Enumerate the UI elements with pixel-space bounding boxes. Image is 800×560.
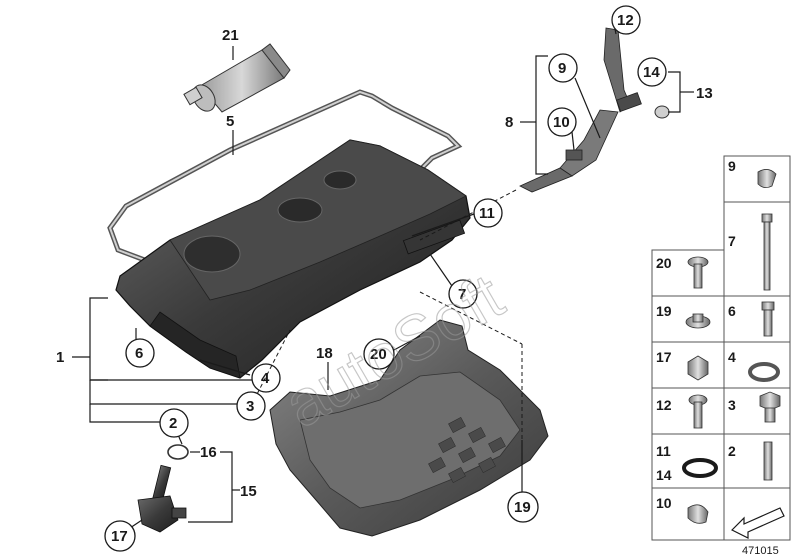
bolt-shaft-6 (763, 309, 773, 337)
bubble-6 (125, 338, 155, 368)
long-bolt-head-7 (761, 213, 773, 223)
callout-2: 2 (169, 415, 177, 432)
bracket-8 (535, 55, 548, 175)
leader-10 (571, 131, 575, 151)
callout-8: 8 (505, 114, 513, 131)
label-20: 20 (656, 255, 672, 271)
seal-ring-icon-11-14 (682, 458, 718, 478)
callout-20: 20 (370, 346, 387, 363)
bolt-head-6 (761, 301, 775, 311)
bracket-1 (89, 297, 108, 381)
label-19: 19 (656, 303, 672, 319)
label-6: 6 (728, 303, 736, 319)
drain-plug-icon-3 (759, 391, 781, 411)
label-2: 2 (728, 443, 736, 459)
clamp-icon-10 (687, 504, 709, 524)
sealant-tube-part-21 (183, 43, 291, 113)
bracket-13 (668, 71, 681, 113)
callout-11: 11 (479, 205, 495, 222)
callout-18: 18 (316, 345, 333, 362)
callout-9: 9 (558, 60, 566, 77)
label-3: 3 (728, 397, 736, 413)
drain-plug-thread-3 (764, 407, 776, 423)
bubble-19 (507, 491, 539, 523)
leader-20 (393, 335, 421, 351)
callout-1: 1 (56, 349, 64, 366)
label-11: 11 (656, 443, 671, 459)
label-4: 4 (728, 349, 736, 365)
cell-7 (723, 201, 791, 297)
leader-11 (411, 213, 475, 237)
leader-3b (253, 329, 291, 401)
callout-15: 15 (240, 483, 257, 500)
leader-19-dash2 (419, 291, 523, 345)
label-12: 12 (656, 397, 672, 413)
underbody-shield-part-18 (269, 319, 549, 537)
callout-21: 21 (222, 27, 239, 44)
dipstick-guide-tube (519, 27, 670, 193)
bubble-20 (363, 338, 395, 370)
callout-10: 10 (553, 114, 570, 131)
bubble-14 (637, 57, 667, 87)
bolt-shaft-20 (693, 263, 703, 289)
nut-icon-17 (687, 355, 709, 381)
callout-7: 7 (458, 286, 466, 303)
o-ring-part-16 (167, 444, 189, 460)
leader-2 (89, 404, 160, 423)
leader-3 (89, 380, 238, 405)
label-14: 14 (656, 467, 672, 483)
callout-13: 13 (696, 85, 713, 102)
parts-table: 9 7 20 19 6 17 4 12 3 (651, 155, 791, 541)
leader-9 (574, 77, 601, 139)
document-number: 471015 (742, 545, 779, 557)
stud-icon-2 (763, 441, 773, 481)
label-9: 9 (728, 158, 736, 174)
label-7: 7 (728, 233, 736, 249)
cell-20 (651, 249, 725, 297)
label-10: 10 (656, 495, 672, 511)
bubble-12 (611, 5, 641, 35)
bubble-9 (548, 53, 578, 83)
long-bolt-shaft-7 (763, 221, 771, 291)
callout-14: 14 (643, 64, 660, 81)
bubble-7 (448, 279, 478, 309)
bubble-3 (236, 391, 266, 421)
label-17: 17 (656, 349, 672, 365)
bubble-4 (251, 363, 281, 393)
callout-19: 19 (514, 499, 531, 516)
cell-2 (723, 433, 791, 489)
washer-icon-4 (748, 362, 780, 382)
leader-7 (429, 253, 453, 287)
bolt-head-19 (692, 313, 704, 323)
callout-12: 12 (617, 12, 634, 29)
direction-arrow-icon (730, 507, 785, 539)
bubble-11 (473, 198, 503, 228)
screw-shaft-12 (693, 401, 703, 429)
callout-17: 17 (111, 528, 128, 545)
bubble-10 (547, 107, 577, 137)
cell-9 (723, 155, 791, 203)
callout-16: 16 (200, 444, 217, 461)
leader-4b (199, 359, 251, 376)
cell-6 (723, 295, 791, 343)
oil-level-sensor-part-17 (137, 464, 187, 533)
bubble-2 (159, 408, 189, 438)
callout-5: 5 (226, 113, 234, 130)
oil-pan-part-1 (115, 139, 471, 379)
bubble-17 (104, 520, 136, 552)
bracket-15 (188, 451, 233, 523)
callout-6: 6 (135, 345, 143, 362)
callout-3: 3 (246, 398, 254, 415)
clip-icon-9 (757, 169, 777, 188)
